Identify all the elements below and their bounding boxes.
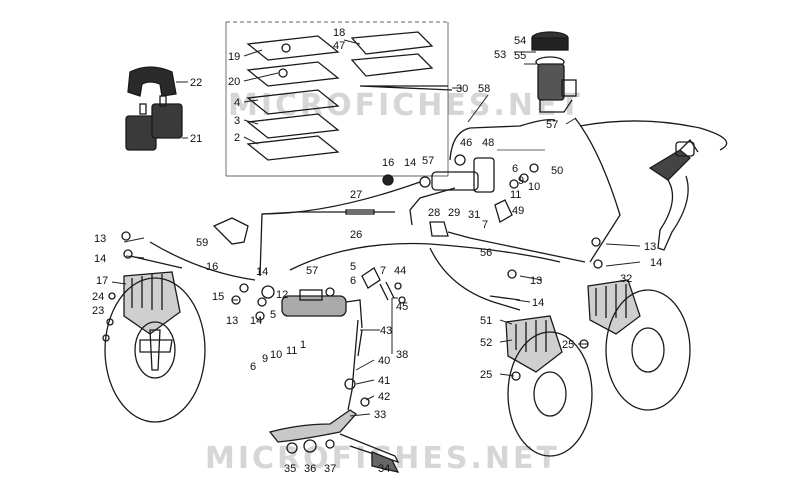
callout-21: 21 [190, 133, 202, 145]
callout-25-right: 25 [562, 339, 574, 351]
callout-31: 31 [468, 209, 480, 221]
callout-20: 20 [228, 76, 240, 88]
callout-6-mid: 6 [350, 275, 356, 287]
callout-22: 22 [190, 77, 202, 89]
callout-10-upper: 10 [528, 181, 540, 193]
callout-41: 41 [378, 375, 390, 387]
rear-right-disc [507, 331, 593, 457]
leader-lines [111, 39, 641, 417]
callout-33: 33 [374, 409, 386, 421]
callout-38: 38 [396, 349, 408, 361]
callout-16-upper: 16 [382, 157, 394, 169]
banjo-bolts [489, 269, 521, 301]
callout-52: 52 [480, 337, 492, 349]
callout-47: 47 [333, 40, 345, 52]
callout-11-lower: 11 [286, 345, 297, 357]
callout-59: 59 [196, 237, 208, 249]
callout-6-lower: 6 [250, 361, 256, 373]
callout-14-upper: 14 [404, 157, 416, 169]
callout-13-right: 13 [644, 241, 656, 253]
callout-19: 19 [228, 51, 240, 63]
callout-3: 3 [234, 115, 240, 127]
callout-5-mid2: 5 [270, 309, 276, 321]
callout-50: 50 [551, 165, 563, 177]
pedal-rod [344, 319, 370, 411]
spring-bracket [361, 267, 406, 304]
callout-29: 29 [448, 207, 460, 219]
callout-45: 45 [396, 301, 408, 313]
callout-57-upper: 57 [422, 155, 434, 167]
callout-6-upper: 6 [512, 163, 518, 175]
callout-54: 54 [514, 35, 526, 47]
callout-44: 44 [394, 265, 406, 277]
callout-26: 26 [350, 229, 362, 241]
callout-9-upper: 9 [518, 175, 524, 187]
callout-16-left: 16 [206, 261, 218, 273]
callout-56: 56 [480, 247, 492, 259]
callout-40: 40 [378, 355, 390, 367]
callout-53: 53 [494, 49, 506, 61]
callout-24: 24 [92, 291, 104, 303]
callout-57-mid: 57 [306, 265, 318, 277]
front-right-caliper [579, 237, 641, 349]
callout-27: 27 [350, 189, 362, 201]
callout-23: 23 [92, 305, 104, 317]
callout-14-right: 14 [650, 257, 662, 269]
callout-7-upper: 7 [482, 219, 488, 231]
callout-32: 32 [620, 273, 632, 285]
callout-13-midright: 13 [530, 275, 542, 287]
brake-lever [648, 138, 699, 251]
callout-15: 15 [212, 291, 224, 303]
brake-pedal [268, 409, 400, 473]
callout-58: 58 [478, 83, 490, 95]
brake-light-switch [212, 217, 249, 245]
pin-clip [359, 85, 453, 91]
callout-46: 46 [460, 137, 472, 149]
callout-43: 43 [380, 325, 392, 337]
callout-13-mid: 13 [226, 315, 238, 327]
rear-master-cylinder [231, 283, 363, 357]
callout-35: 35 [284, 463, 296, 475]
callout-55: 55 [514, 50, 526, 62]
callout-7-mid: 7 [380, 265, 386, 277]
callout-37: 37 [324, 463, 336, 475]
left-brake-disc [104, 277, 206, 423]
callout-12: 12 [276, 289, 288, 301]
callout-51: 51 [480, 315, 492, 327]
callout-49: 49 [512, 205, 524, 217]
pin-27 [345, 209, 375, 215]
callout-30: 30 [456, 83, 468, 95]
callout-1: 1 [300, 339, 306, 351]
rear-right-caliper [505, 315, 563, 381]
pad-gasket-inset [225, 21, 449, 177]
callout-28: 28 [428, 207, 440, 219]
front-right-disc [605, 289, 691, 411]
callout-4: 4 [234, 97, 240, 109]
callout-48: 48 [482, 137, 494, 149]
callout-5-mid: 5 [350, 261, 356, 273]
callout-14-mid2: 14 [250, 315, 262, 327]
callout-14-midright: 14 [532, 297, 544, 309]
callout-9-lower: 9 [262, 353, 268, 365]
callout-13-left: 13 [94, 233, 106, 245]
callout-2: 2 [234, 132, 240, 144]
callout-57-reservoir: 57 [546, 119, 558, 131]
callout-18: 18 [333, 27, 345, 39]
callout-36: 36 [304, 463, 316, 475]
left-brake-caliper [102, 231, 183, 342]
brake-pad-set [125, 66, 183, 151]
brake-fluid-reservoir [531, 31, 577, 113]
callout-25-lower: 25 [480, 369, 492, 381]
callout-11-upper: 11 [510, 189, 521, 201]
callout-42: 42 [378, 391, 390, 403]
callout-34: 34 [378, 463, 390, 475]
upper-master-cylinder [382, 154, 539, 239]
callout-10-lower: 10 [270, 349, 282, 361]
callout-14-mid: 14 [256, 266, 268, 278]
callout-labels: 22 21 18 47 19 20 4 3 2 30 58 54 53 55 5… [92, 27, 662, 475]
callout-17: 17 [96, 275, 108, 287]
callout-14-left: 14 [94, 253, 106, 265]
